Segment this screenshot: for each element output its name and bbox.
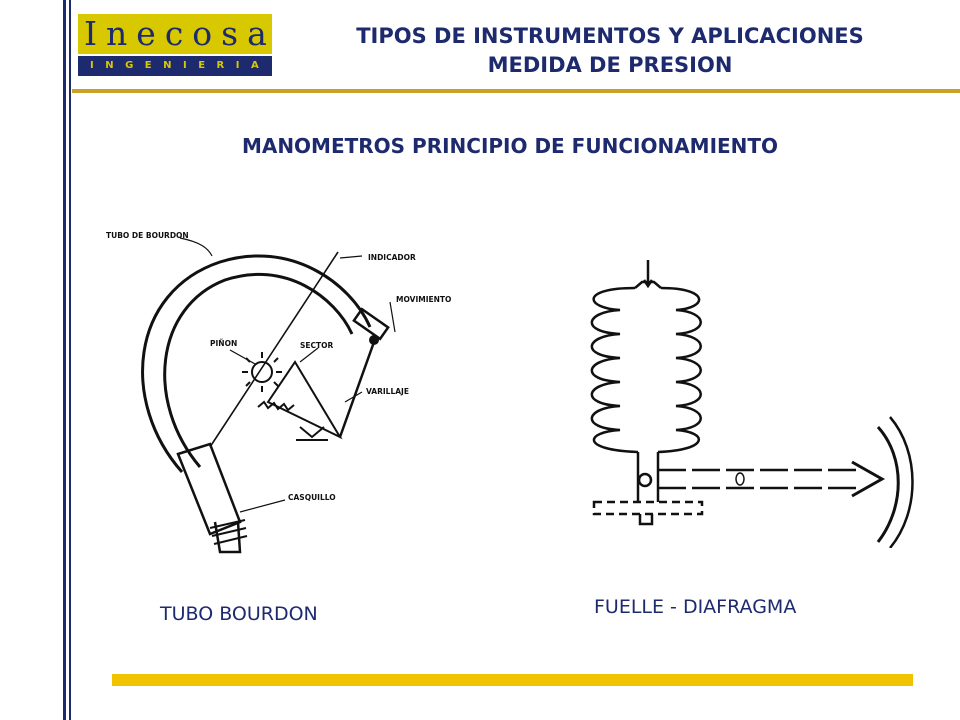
left-rule-outer <box>63 0 66 720</box>
page-title-line1: TIPOS DE INSTRUMENTOS Y APLICACIONES <box>356 24 864 48</box>
section-title: MANOMETROS PRINCIPIO DE FUNCIONAMIENTO <box>241 134 779 158</box>
header-rule <box>72 89 960 93</box>
company-logo: Inecosa INGENIERIA <box>78 14 272 76</box>
left-rule-inner <box>69 0 71 720</box>
bellows-diaphragm-diagram <box>590 260 914 548</box>
caption-bourdon-tube: TUBO BOURDON <box>160 603 318 625</box>
label-linkage: VARILLAJE <box>366 387 409 396</box>
logo-brand: Inecosa <box>78 14 272 54</box>
label-indicator: INDICADOR <box>368 253 416 262</box>
label-sector: SECTOR <box>300 341 334 350</box>
label-socket: CASQUILLO <box>288 493 336 502</box>
label-pinion: PIÑON <box>210 339 237 348</box>
caption-bellows-diaphragm: FUELLE - DIAFRAGMA <box>594 596 797 618</box>
bourdon-tube-diagram: TUBO DE BOURDON INDICADOR MOVIMIENTO PIÑ… <box>106 231 451 554</box>
footer-bar <box>112 674 913 686</box>
label-movement: MOVIMIENTO <box>396 295 451 304</box>
page-title-line2: MEDIDA DE PRESION <box>487 53 733 77</box>
label-bourdon-tube: TUBO DE BOURDON <box>106 231 189 240</box>
logo-subtitle: INGENIERIA <box>78 56 272 76</box>
